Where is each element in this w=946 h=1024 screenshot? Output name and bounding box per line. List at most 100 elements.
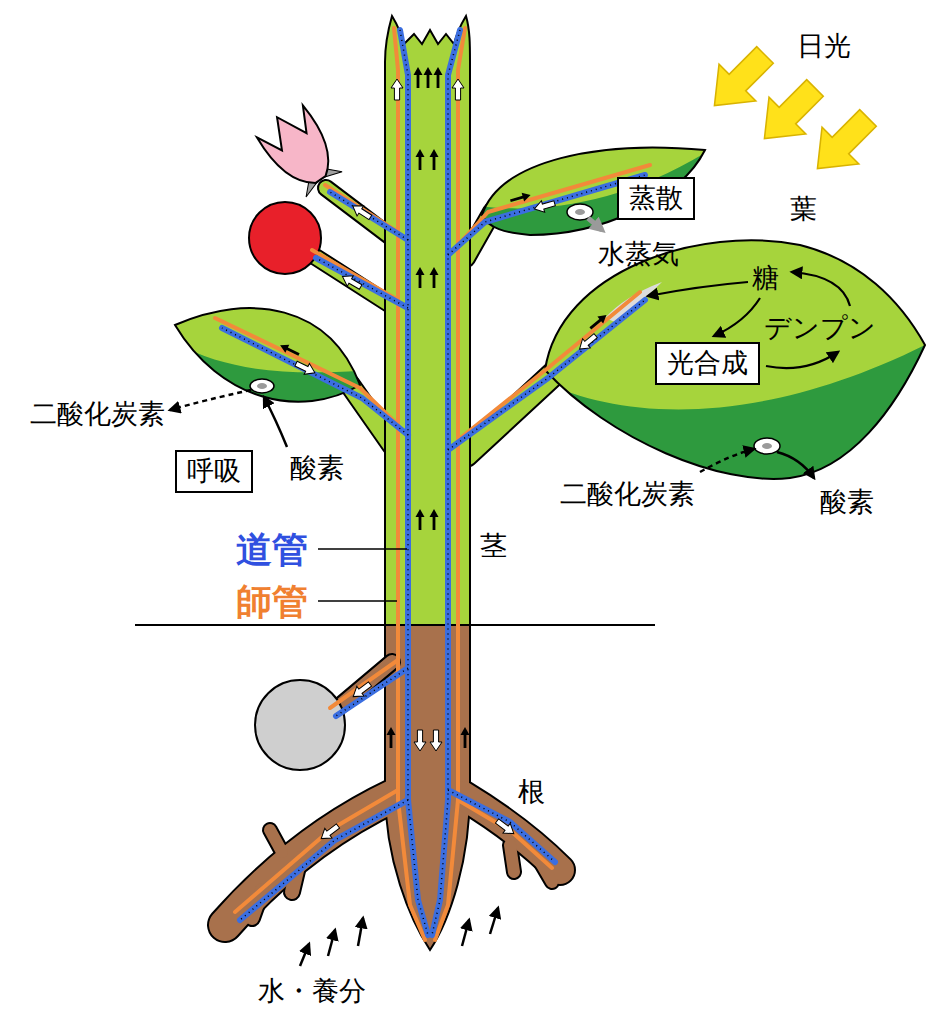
- part-label: 師管: [236, 580, 308, 623]
- flow-arrow: [509, 191, 532, 205]
- part-label: 道管: [236, 528, 308, 571]
- stoma: [257, 383, 267, 389]
- flow-arrow: [576, 331, 600, 354]
- root: [510, 845, 514, 872]
- leaf: [170, 148, 935, 520]
- uptake-arrow: [300, 944, 309, 966]
- root-outline: [270, 830, 282, 852]
- flow-arrow: [278, 67, 609, 843]
- part-label: 二酸化炭素: [30, 398, 165, 430]
- process-box: 呼吸: [175, 450, 253, 493]
- uptake-arrow: [300, 908, 498, 966]
- flow-arrow: [493, 816, 517, 838]
- flow-arrow: [350, 679, 374, 701]
- process-arrow: [648, 282, 748, 296]
- phloem-tube: [235, 790, 398, 912]
- flow-arrow: [509, 191, 532, 205]
- xylem-texture: [330, 192, 408, 240]
- flow-arrow: [416, 509, 425, 530]
- flow-arrow: [350, 679, 374, 701]
- phloem-tube: [458, 292, 640, 440]
- flow-arrow: [461, 727, 470, 748]
- leader-line: [318, 549, 407, 601]
- flow-arrow: [414, 67, 423, 88]
- box-text: 呼吸: [187, 455, 241, 487]
- vapor-arrow: [588, 218, 602, 230]
- flow-arrow: [452, 79, 464, 100]
- leader-line: [318, 548, 407, 550]
- xylem-vessel: [240, 800, 408, 920]
- leader-line: [318, 600, 397, 602]
- phloem-tube: [215, 318, 398, 425]
- part-label: 酸素: [290, 452, 344, 484]
- flow-arrow: [293, 358, 317, 378]
- flow-arrow: [414, 730, 426, 751]
- xylem-vessel: [448, 300, 645, 450]
- stoma: [575, 209, 585, 215]
- fruit: [249, 202, 321, 274]
- flow-arrow: [493, 816, 517, 838]
- root: [270, 830, 282, 852]
- root-outline: [510, 845, 514, 872]
- flow-arrow: [278, 341, 301, 358]
- flow-arrow: [587, 311, 609, 331]
- part-label: 水・養分: [258, 975, 366, 1007]
- leaf: [545, 240, 925, 479]
- flow-arrow: [430, 149, 439, 170]
- uptake-arrow: [462, 920, 469, 946]
- part-label: 茎: [480, 530, 507, 562]
- flow-arrow: [424, 67, 433, 88]
- leaf: [175, 308, 360, 402]
- leaf: [170, 308, 370, 440]
- flow-arrow: [533, 197, 556, 214]
- root: [225, 795, 560, 925]
- leaf: [540, 340, 935, 520]
- flow-arrow: [576, 331, 600, 354]
- process-arrow: [714, 298, 760, 336]
- flow-arrow: [416, 149, 425, 170]
- xylem-texture: [222, 328, 408, 435]
- gas-arrow: [170, 390, 251, 410]
- stoma: [250, 379, 274, 393]
- gas-arrow: [264, 397, 287, 447]
- xylem-vessel: [336, 668, 408, 716]
- part-label: 二酸化炭素: [560, 478, 695, 510]
- flow-arrow: [434, 67, 443, 88]
- part-label: 糖: [752, 262, 779, 294]
- part-label: 葉: [790, 193, 817, 225]
- part-label: デンプン: [764, 312, 876, 344]
- process-box: 光合成: [655, 342, 760, 385]
- sunlight-arrow: [696, 37, 886, 187]
- flow-arrow: [350, 201, 374, 223]
- gas-arrow: [700, 449, 754, 472]
- storage-organ: [255, 680, 345, 770]
- uptake-arrow: [358, 918, 363, 946]
- part-label: 酸素: [820, 486, 874, 518]
- flow-arrow: [387, 727, 396, 748]
- flow-arrow: [430, 730, 442, 751]
- flow-arrow: [414, 730, 426, 751]
- flow-arrow: [339, 271, 363, 292]
- xylem-texture: [400, 30, 428, 935]
- xylem-texture: [316, 258, 408, 308]
- flow-arrow: [318, 821, 342, 843]
- flow-arrow: [430, 509, 439, 530]
- xylem-texture: [336, 668, 408, 716]
- xylem-vessel: [316, 258, 408, 308]
- part-label: 根: [518, 776, 545, 808]
- stoma: [250, 204, 780, 454]
- phloem-tube: [458, 800, 552, 868]
- uptake-arrow: [490, 908, 498, 934]
- sunlight-arrow: [799, 100, 886, 187]
- gas-arrow: [777, 452, 814, 478]
- flow-arrow: [318, 821, 342, 843]
- flow-arrow: [350, 201, 374, 223]
- part-label: 日光: [797, 30, 851, 62]
- flow-arrow: [293, 358, 317, 378]
- process-arrow: [766, 352, 838, 368]
